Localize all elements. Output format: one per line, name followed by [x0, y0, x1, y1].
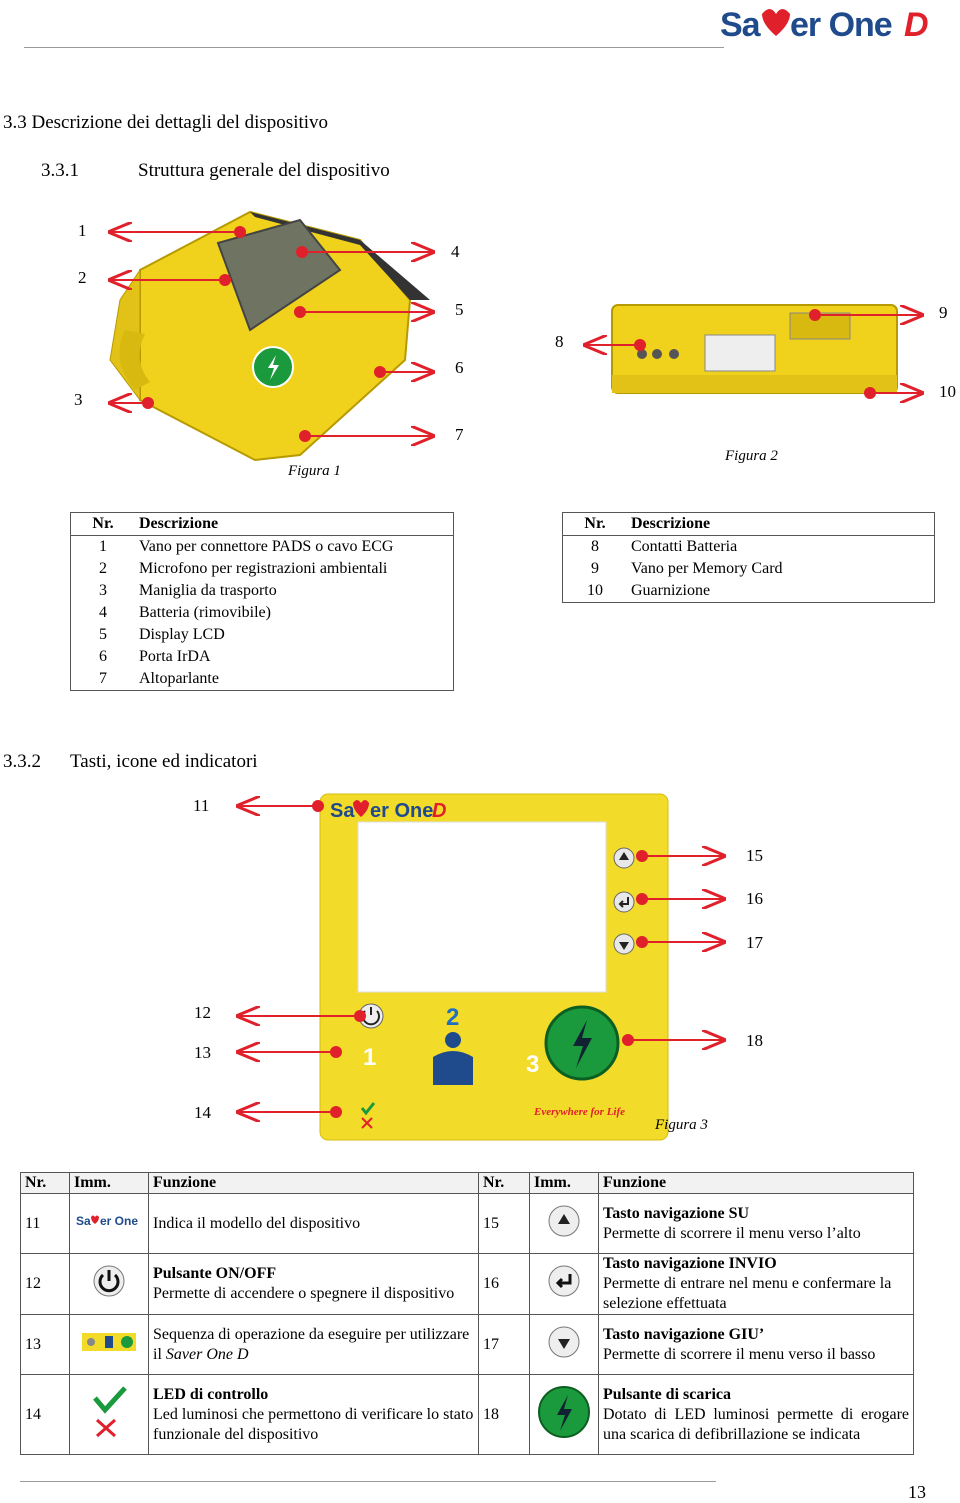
svg-text:er One: er One — [100, 1214, 138, 1228]
label-11: 11 — [193, 796, 210, 815]
svg-text:D: D — [432, 800, 446, 822]
figure2-caption: Figura 2 — [725, 448, 778, 464]
header-func: Funzione — [148, 1172, 479, 1194]
device-body — [109, 210, 430, 462]
figure1-caption: Figura 1 — [288, 463, 341, 479]
label-13: 13 — [194, 1043, 211, 1062]
label-6: 6 — [455, 358, 464, 377]
led-check-icon — [93, 1385, 127, 1437]
power-icon — [93, 1265, 125, 1297]
header-rule — [24, 47, 724, 48]
svg-text:3: 3 — [526, 1051, 539, 1078]
shock-icon — [538, 1385, 590, 1438]
saverone-logo: Sa er One D — [720, 6, 929, 44]
header-nr: Nr. — [20, 1172, 70, 1194]
svg-text:Sa: Sa — [76, 1214, 91, 1228]
callout-arrows-fig1 — [110, 227, 433, 441]
label-1: 1 — [78, 221, 87, 240]
table2-header-desc: Descrizione — [631, 515, 711, 532]
page-number: 13 — [908, 1482, 926, 1502]
label-3: 3 — [74, 390, 83, 409]
figure3-panel-illustration: Sa er One D 2 1 3 Everywhere for Life — [0, 793, 960, 1141]
figure1-2-illustration — [0, 210, 960, 462]
figure3-caption: Figura 3 — [655, 1117, 708, 1133]
table1-header-desc: Descrizione — [139, 515, 219, 532]
section2-number: 3.3.2 — [3, 751, 41, 772]
header-img: Imm. — [69, 1172, 149, 1194]
svg-text:Sa: Sa — [330, 800, 355, 822]
label-18: 18 — [746, 1031, 763, 1050]
enter-icon — [548, 1265, 580, 1297]
table2-header-nr: Nr. — [584, 515, 606, 532]
label-10: 10 — [939, 382, 956, 401]
label-8: 8 — [555, 332, 564, 351]
label-12: 12 — [194, 1003, 211, 1022]
table-row: 13 Sequenza di operazione da eseguire pe… — [20, 1314, 914, 1375]
section-title: 3.3 Descrizione dei dettagli del disposi… — [3, 112, 329, 133]
header-func: Funzione — [598, 1172, 914, 1194]
function-table: Nr. Imm. Funzione Nr. Imm. Funzione 11 S… — [20, 1172, 914, 1455]
header-nr: Nr. — [478, 1172, 530, 1194]
svg-text:Everywhere for Life: Everywhere for Life — [533, 1106, 625, 1118]
label-9: 9 — [939, 303, 948, 322]
subsection-title: Struttura generale del dispositivo — [138, 160, 390, 181]
header-img: Imm. — [529, 1172, 599, 1194]
saverone-logo-small-icon: Sa er One — [76, 1214, 138, 1228]
callout-arrows-fig2 — [585, 310, 922, 398]
label-14: 14 — [194, 1103, 211, 1122]
svg-text:er One: er One — [790, 6, 892, 44]
label-15: 15 — [746, 846, 763, 865]
section2-title: Tasti, icone ed indicatori — [70, 751, 258, 772]
sequence-icon — [82, 1332, 136, 1351]
label-2: 2 — [78, 268, 87, 287]
label-16: 16 — [746, 889, 763, 908]
table1-header-nr: Nr. — [92, 515, 114, 532]
subsection-number: 3.3.1 — [41, 160, 79, 181]
svg-text:Sa: Sa — [720, 6, 762, 44]
footer-rule — [20, 1481, 716, 1482]
svg-text:2: 2 — [446, 1004, 459, 1031]
svg-text:1: 1 — [363, 1044, 376, 1071]
label-17: 17 — [746, 933, 763, 952]
label-4: 4 — [451, 242, 460, 261]
arrow-down-icon — [548, 1326, 580, 1357]
label-5: 5 — [455, 300, 464, 319]
label-7: 7 — [455, 425, 464, 444]
arrow-up-icon — [548, 1205, 580, 1236]
svg-text:D: D — [904, 6, 929, 44]
svg-text:er One: er One — [370, 800, 433, 822]
